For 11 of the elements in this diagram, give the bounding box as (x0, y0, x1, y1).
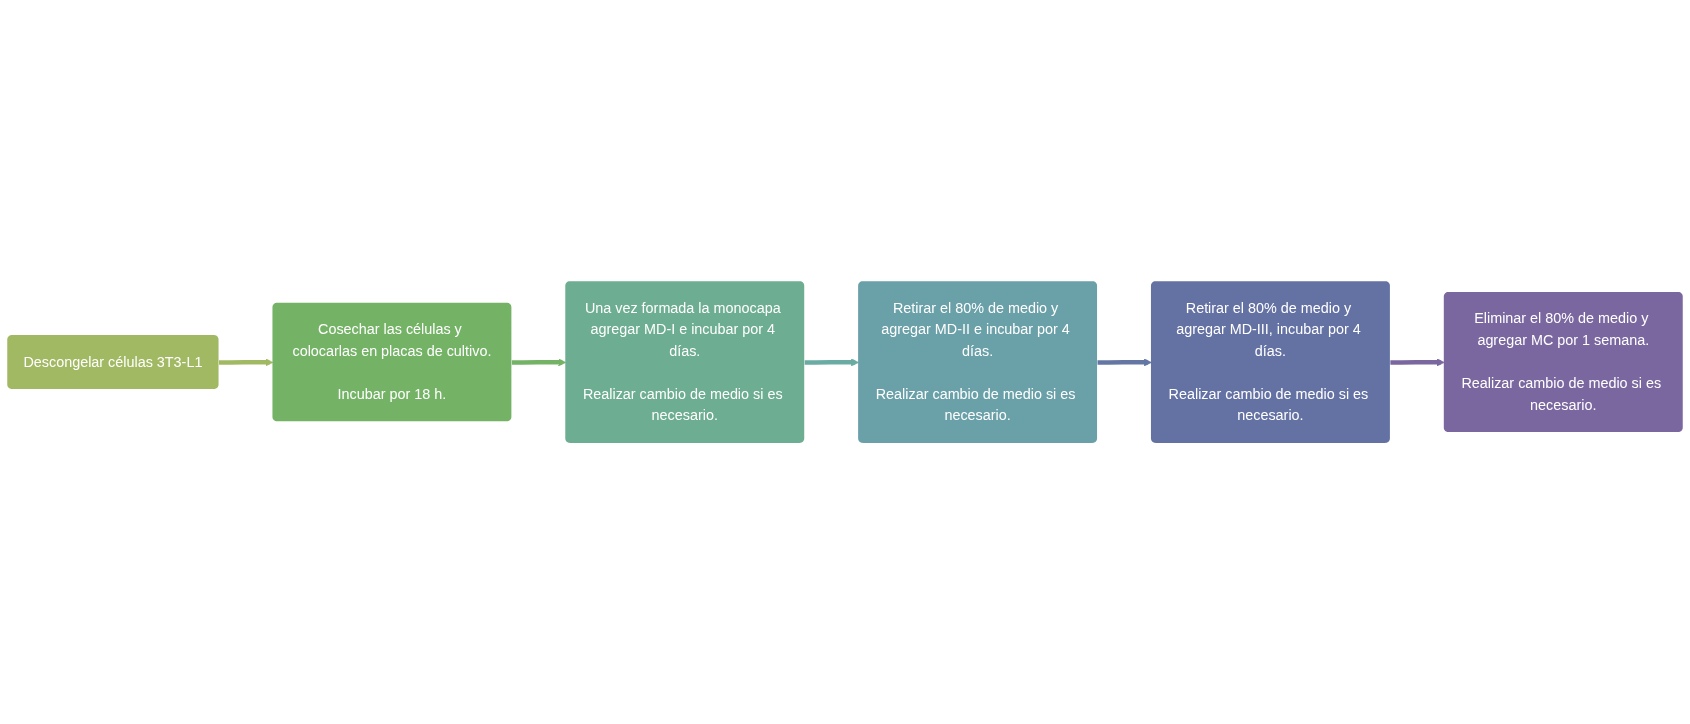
node-box: Descongelar células 3T3-L1 (7, 335, 219, 389)
arrow (1097, 358, 1152, 367)
arrow (511, 358, 567, 367)
node-box: Retirar el 80% de medio y agregar MD-II e incubar por 4 días. Realizar cambio de medio si es necesario. (858, 281, 1098, 443)
node-box: Una vez formada la monocapa agregar MD-I e incubar por 4 días. Realizar cambio de medio si es necesario. (565, 281, 805, 443)
arrow (804, 358, 859, 367)
arrow (1390, 358, 1445, 367)
node-box: Retirar el 80% de medio y agregar MD-III, incubar por 4 días. Realizar cambio de medio si es necesario. (1150, 281, 1390, 443)
node-box: Cosechar las células y colocarlas en placas de cultivo. Incubar por 18 h. (272, 302, 512, 422)
node-box: Eliminar el 80% de medio y agregar MC por 1 semana. Realizar cambio de medio si es necesario. (1443, 291, 1683, 433)
arrow (218, 358, 274, 367)
